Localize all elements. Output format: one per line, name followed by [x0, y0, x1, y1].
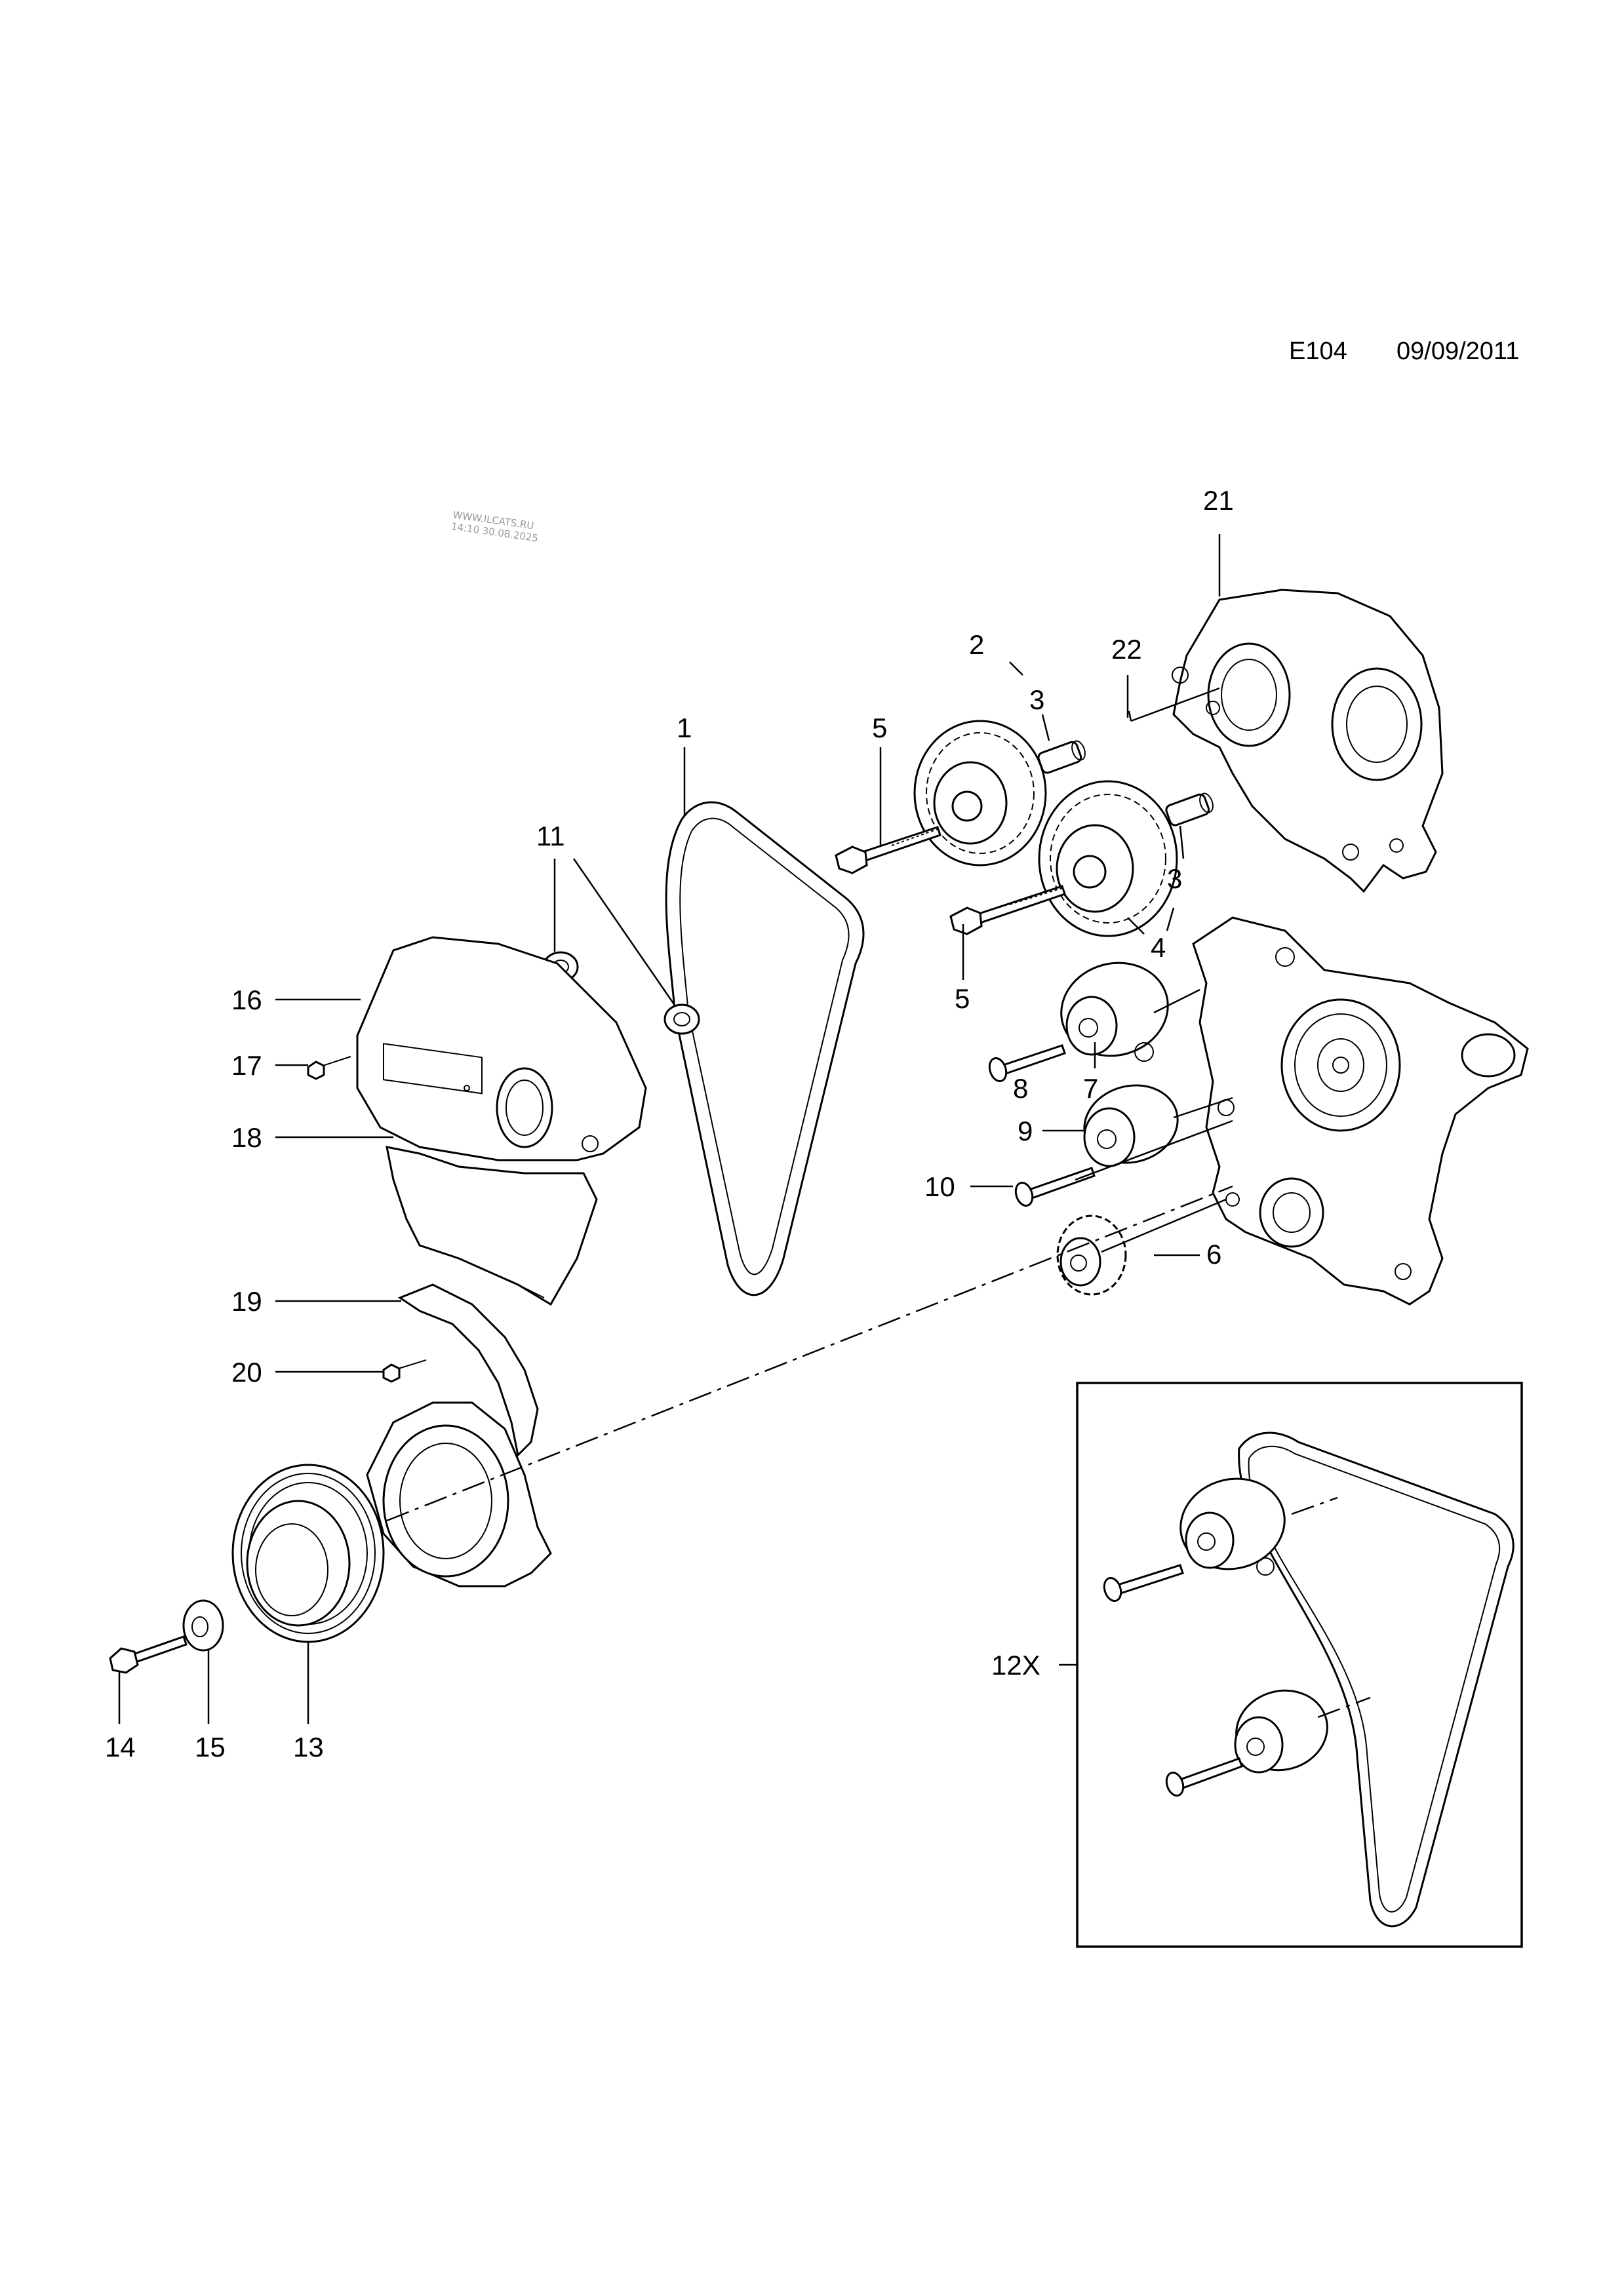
crankshaft-pulley-bolt [109, 1635, 188, 1674]
camshaft-bolt-upper [835, 826, 941, 874]
callout-10: 10 [924, 1171, 955, 1202]
callout-5-upper: 5 [872, 712, 887, 743]
callout-6: 6 [1206, 1239, 1221, 1270]
adjuster-valve-upper [1037, 740, 1086, 774]
tensioner-bolt [988, 1044, 1066, 1083]
callout-15: 15 [195, 1732, 226, 1762]
timing-belt [665, 801, 865, 1296]
diagram-date: 09/09/2011 [1396, 338, 1519, 365]
crankshaft-pulley [231, 1464, 385, 1643]
rear-timing-cover [1172, 589, 1444, 893]
crank-pulley-housing [366, 1401, 552, 1587]
lower-cover-screw [382, 1359, 427, 1383]
crankshaft-sprocket [1056, 1215, 1127, 1296]
callout-5-lower: 5 [955, 983, 970, 1014]
leader-lines [118, 534, 1233, 1724]
callout-14: 14 [105, 1732, 136, 1762]
diagram-code: E104 [1289, 338, 1347, 365]
idler-bolt [1014, 1167, 1096, 1207]
callout-8: 8 [1013, 1073, 1028, 1104]
callout-11: 11 [536, 821, 565, 851]
callout-12x: 12X [991, 1650, 1040, 1681]
callout-18: 18 [231, 1122, 262, 1153]
engine-front-housing [1192, 916, 1529, 1306]
callout-4: 4 [1151, 932, 1166, 963]
idler-pulley [1083, 1084, 1179, 1167]
callout-9: 9 [1018, 1116, 1033, 1146]
callout-2: 2 [969, 629, 984, 660]
lower-timing-cover [386, 1146, 598, 1306]
pulley-washer [182, 1599, 224, 1652]
callout-1: 1 [677, 712, 692, 743]
belt-tensioner [1060, 962, 1169, 1062]
callout-16: 16 [231, 984, 262, 1015]
callout-7: 7 [1083, 1073, 1098, 1104]
callout-3-lower: 3 [1167, 863, 1182, 894]
callout-labels: 1 2 3 3 4 5 5 6 7 8 9 10 11 12X 13 14 15… [105, 485, 1234, 1762]
crank-axis-centerline [386, 1185, 1233, 1522]
camshaft-adjuster-intake [913, 720, 1047, 866]
inner-cover-seal [397, 1283, 539, 1458]
callout-22: 22 [1111, 634, 1142, 665]
callout-20: 20 [231, 1357, 262, 1388]
callout-19: 19 [231, 1286, 262, 1317]
callout-3-upper: 3 [1029, 684, 1044, 715]
watermark: WWW.ILCATS.RU 14:10 30.08.2025 [450, 509, 539, 544]
upper-cover-screw [307, 1056, 351, 1080]
upper-timing-cover [356, 936, 647, 1161]
camshaft-bolt-lower [949, 885, 1066, 935]
callout-17: 17 [231, 1050, 262, 1081]
adjuster-valve-lower [1165, 792, 1214, 827]
camshaft-adjuster-exhaust [1038, 780, 1178, 937]
callout-13: 13 [293, 1732, 324, 1762]
inset-kit-box [1076, 1382, 1523, 1948]
timing-belt-inner [679, 817, 850, 1275]
callout-21: 21 [1203, 485, 1234, 516]
cover-plug-lower [663, 1003, 700, 1035]
